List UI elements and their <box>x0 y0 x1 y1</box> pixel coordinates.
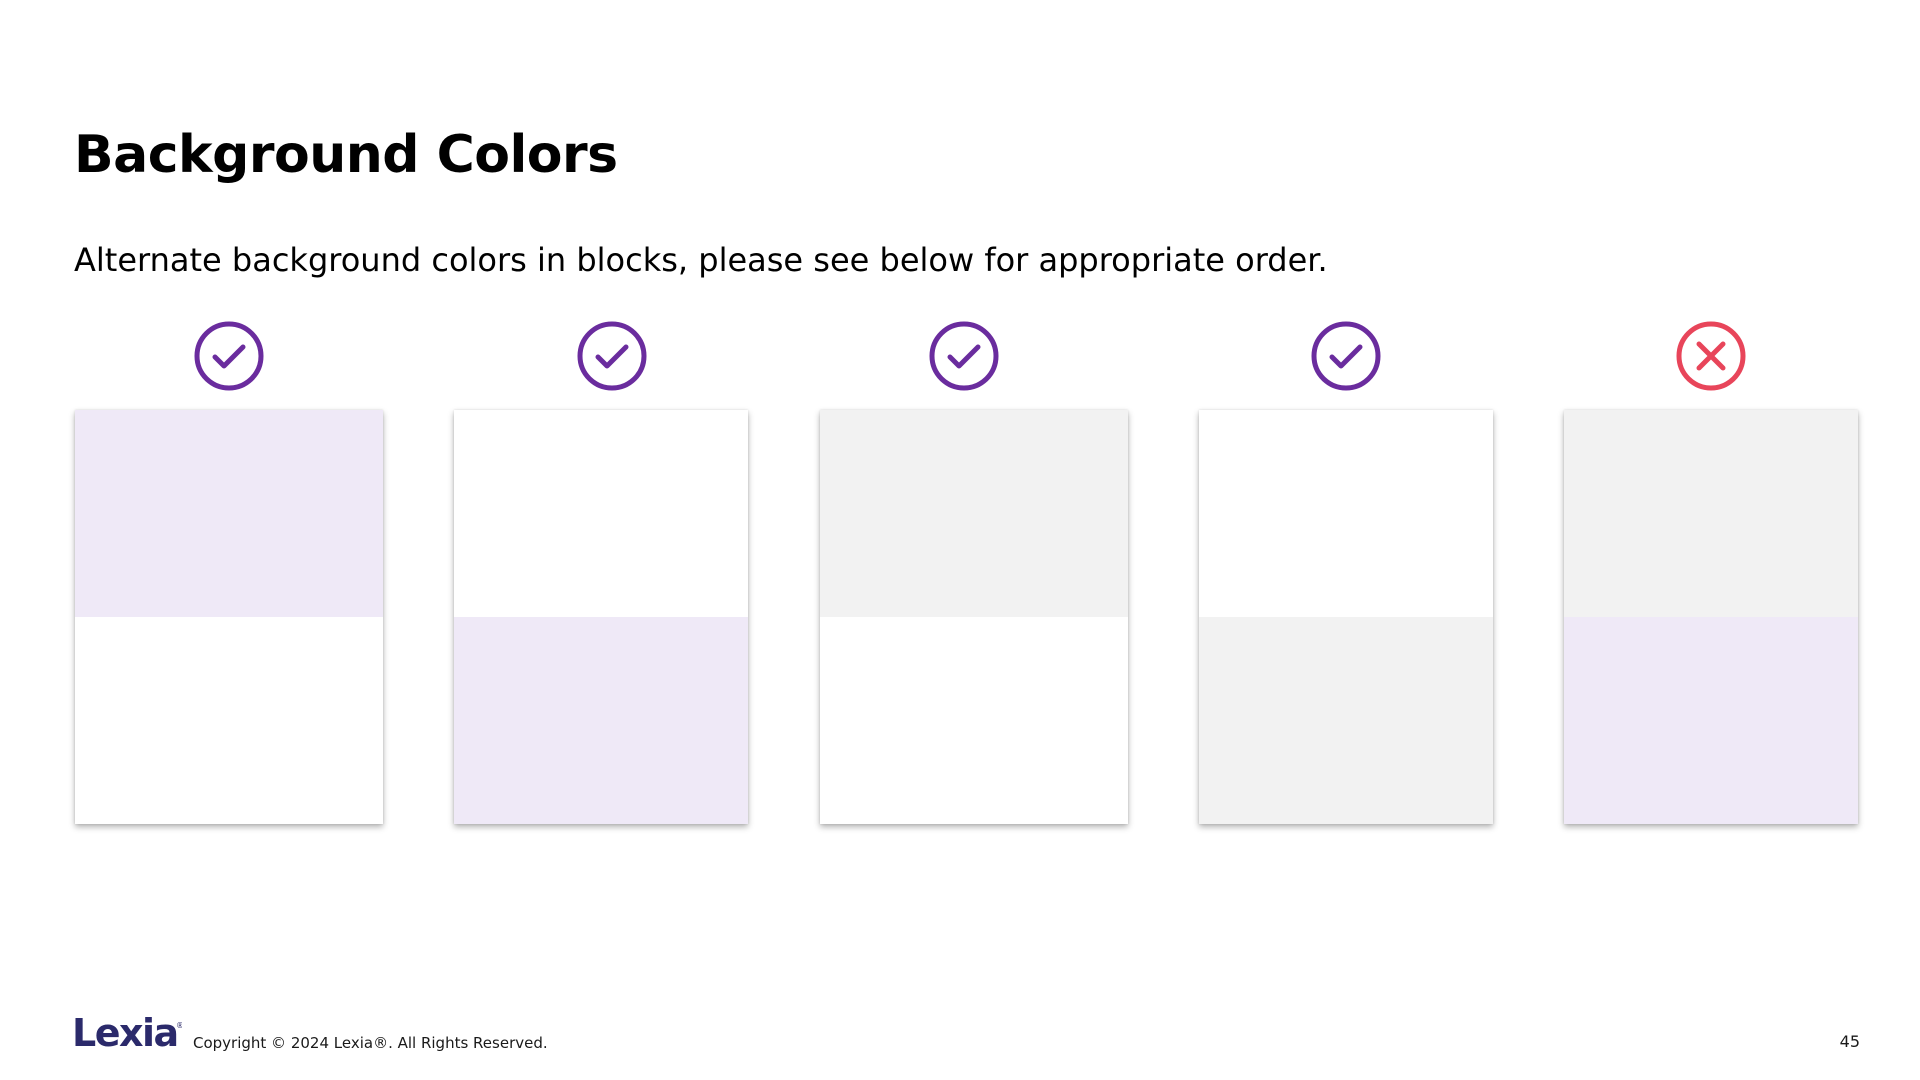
example-card-3 <box>820 410 1128 824</box>
card-top-block <box>75 410 383 617</box>
card-top-block <box>454 410 748 617</box>
example-card-5 <box>1564 410 1858 824</box>
card-bottom-block <box>820 617 1128 824</box>
example-card-1 <box>75 410 383 824</box>
page-title: Background Colors <box>74 125 618 185</box>
card-top-block <box>820 410 1128 617</box>
example-card-2 <box>454 410 748 824</box>
check-circle-icon <box>928 320 1000 392</box>
copyright-text: Copyright © 2024 Lexia®. All Rights Rese… <box>193 1034 548 1052</box>
page-subtitle: Alternate background colors in blocks, p… <box>74 241 1328 279</box>
card-bottom-block <box>1199 617 1493 824</box>
card-top-block <box>1564 410 1858 617</box>
card-bottom-block <box>75 617 383 824</box>
check-circle-icon <box>576 320 648 392</box>
card-top-block <box>1199 410 1493 617</box>
card-bottom-block <box>1564 617 1858 824</box>
check-circle-icon <box>1310 320 1382 392</box>
example-card-4 <box>1199 410 1493 824</box>
x-circle-icon <box>1675 320 1747 392</box>
lexia-logo: Lexia ® <box>72 1010 182 1054</box>
check-circle-icon <box>193 320 265 392</box>
card-bottom-block <box>454 617 748 824</box>
svg-text:®: ® <box>176 1021 182 1030</box>
page-number: 45 <box>1839 1032 1860 1051</box>
logo-text: Lexia <box>72 1011 178 1054</box>
